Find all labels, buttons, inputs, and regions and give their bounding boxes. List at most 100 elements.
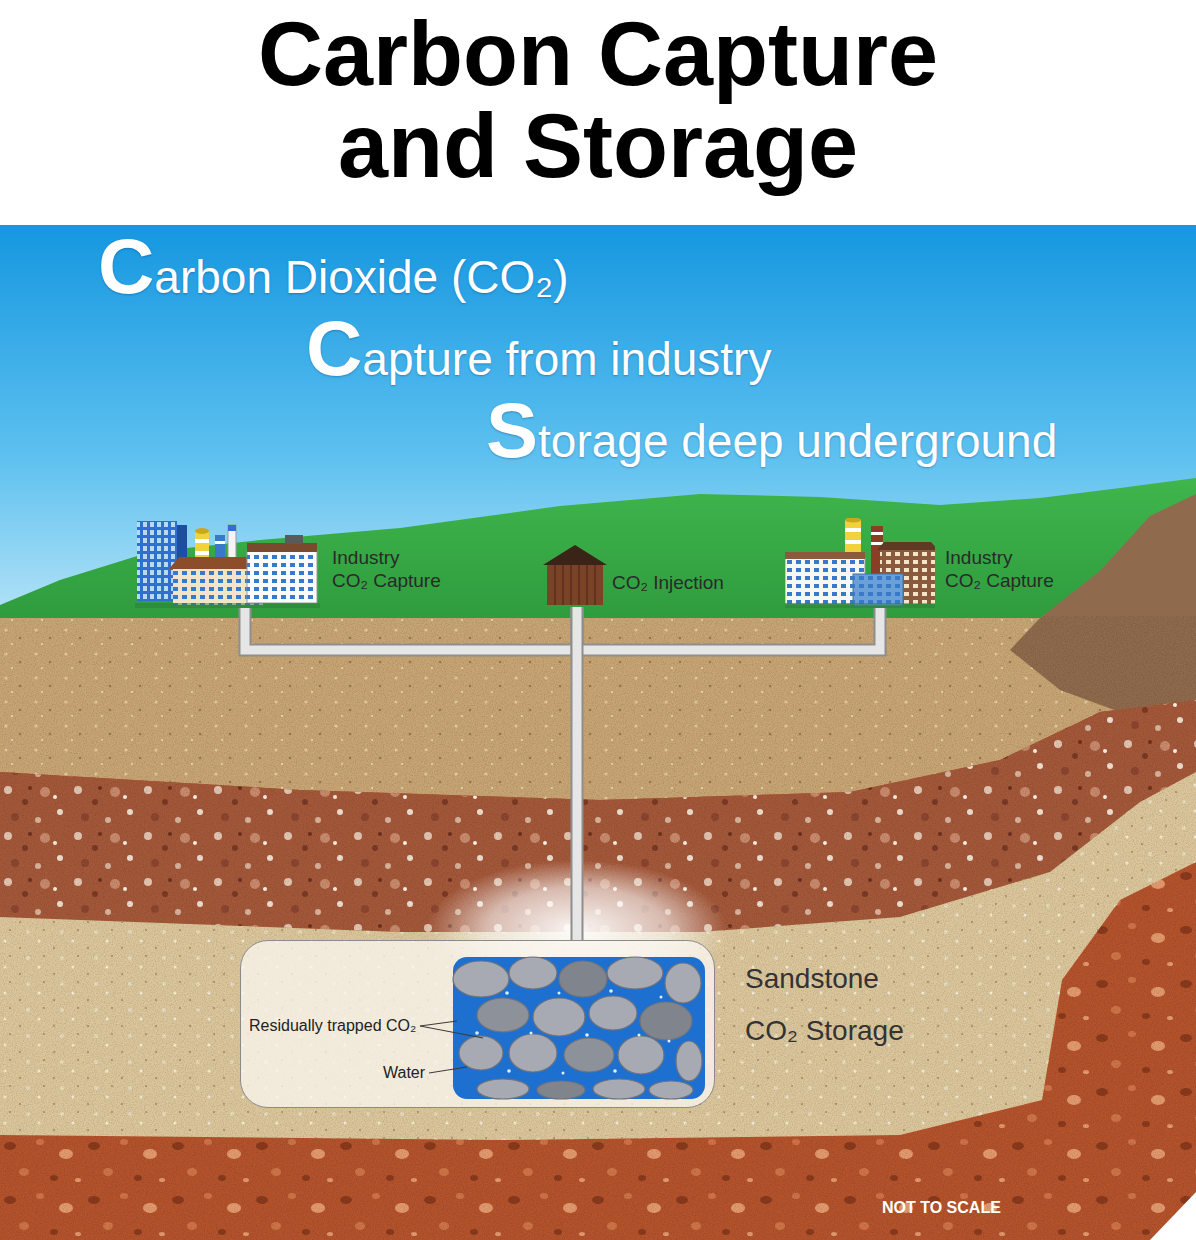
illustration-part [871, 542, 883, 545]
illustration-part [558, 992, 561, 995]
illustration-part [537, 1081, 585, 1099]
illustration-part [660, 996, 663, 999]
illustration-part [459, 1036, 503, 1070]
illustration-part [509, 1034, 557, 1072]
illustration-part [0, 478, 1196, 618]
pipe-body [245, 607, 577, 650]
illustration-part [579, 565, 580, 605]
illustration-part [475, 1031, 479, 1035]
storage-inset-box: Residually trapped CO₂ Water [240, 940, 715, 1108]
illustration-part [877, 542, 935, 550]
illustration-part [285, 535, 303, 544]
illustration-part [0, 616, 1196, 1240]
illustration-part [668, 1040, 671, 1043]
pipe-body [577, 607, 880, 650]
pipe-connector [577, 607, 578, 940]
injection-node: CO₂ Injection [543, 543, 728, 607]
illustration-part [533, 998, 585, 1036]
illustration-part [477, 1079, 529, 1099]
headline-text: Capture from industry [306, 308, 771, 399]
headline-text: Storage deep underground [486, 390, 1057, 481]
industry-capture-node: Industry CO₂ Capture [135, 513, 447, 608]
illustration-part [0, 225, 1196, 645]
leader-line [429, 1067, 467, 1073]
illustration-part [676, 1041, 702, 1081]
illustration-part [543, 545, 607, 565]
illustration-part [618, 1036, 664, 1074]
illustration-part [587, 565, 588, 605]
illustration-part [609, 989, 613, 993]
illustration-part [215, 541, 225, 544]
illustration-part [195, 528, 209, 534]
illustration-part [453, 961, 509, 997]
illustration-part [785, 552, 865, 559]
illustration-part [853, 574, 903, 606]
illustration-part [555, 565, 556, 605]
industry-capture-node: Industry CO₂ Capture [785, 518, 1060, 608]
illustration-part [585, 1033, 589, 1037]
illustration-part [247, 551, 317, 603]
illustration-part [247, 543, 317, 552]
illustration-part [0, 0, 1196, 225]
illustration-part [137, 521, 177, 601]
node-label: Industry CO₂ Capture [332, 546, 443, 592]
illustration-part [665, 963, 701, 1003]
headline-text: Carbon Dioxide (CO₂) [98, 226, 568, 317]
node-illustration [135, 513, 320, 608]
illustration-part [247, 551, 317, 603]
illustration-part [845, 528, 861, 532]
illustration-part [564, 1038, 614, 1072]
illustration-part [530, 1032, 533, 1035]
illustration-part [228, 525, 236, 531]
title-bar: Carbon Capture and Storage [0, 8, 1196, 192]
pipe-outline [245, 607, 577, 650]
illustration-part [509, 957, 557, 989]
illustration-part [607, 957, 663, 989]
illustration-part [505, 991, 509, 995]
illustration-part [453, 957, 702, 1099]
illustration-part [0, 616, 1196, 1240]
illustration-part [475, 989, 670, 1074]
pipe-body [573, 607, 582, 940]
illustration-part [853, 574, 903, 606]
diagram-title: Carbon Capture and Storage [218, 8, 978, 192]
illustration-part [563, 565, 564, 605]
illustration-part [871, 532, 883, 535]
illustration-part [562, 1072, 565, 1075]
illustration-part [137, 521, 177, 601]
illustration-part [785, 603, 935, 608]
layer-name: CO₂ Storage [745, 1014, 904, 1048]
illustration-part [195, 539, 209, 543]
node-label: Residually trapped CO₂ [249, 1016, 416, 1036]
node-label: CO₂ Injection [612, 571, 724, 594]
illustration-part [638, 1034, 641, 1037]
node-illustration [543, 543, 607, 607]
node-label: Water [383, 1063, 425, 1083]
illustration-part [640, 1002, 692, 1040]
scale-note: NOT TO SCALE [882, 1198, 1001, 1218]
illustration-part [195, 551, 209, 555]
illustration-part [135, 603, 320, 608]
illustration-part [589, 996, 637, 1030]
illustration-part [845, 518, 861, 523]
illustration-part [559, 961, 607, 997]
pipe-connector [577, 607, 880, 650]
pipe-outline [577, 607, 880, 650]
leader-line [420, 1021, 457, 1026]
illustration-part [0, 616, 1196, 1240]
pipe-outline [571, 607, 584, 940]
pipe-connector [245, 607, 577, 650]
illustration-part [595, 565, 596, 605]
illustration-part [453, 957, 705, 1099]
leader-line [420, 1026, 483, 1038]
illustration-part [507, 1069, 511, 1073]
illustration-part [547, 563, 603, 605]
illustration-part [593, 1079, 645, 1099]
node-illustration [785, 518, 935, 608]
layer-name: Sandstone [745, 962, 879, 996]
illustration-part [613, 1069, 617, 1073]
illustration-part [1150, 1192, 1196, 1240]
node-label: Industry CO₂ Capture [945, 546, 1056, 592]
